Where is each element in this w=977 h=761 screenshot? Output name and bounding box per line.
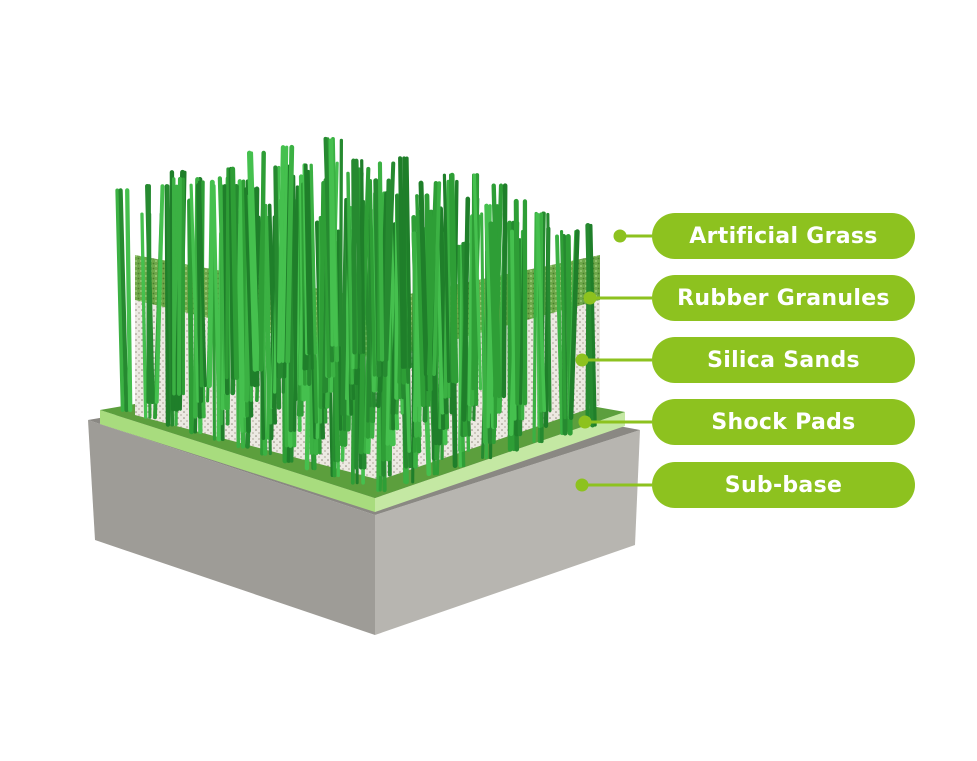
- grass-blade: [467, 214, 475, 407]
- grass-blade: [189, 183, 200, 403]
- grass-blade: [282, 164, 291, 379]
- grass-blade: [560, 230, 567, 420]
- grass-blade: [585, 223, 595, 428]
- grass-blade: [535, 212, 547, 413]
- grass-blade: [472, 173, 483, 391]
- grass-blade: [354, 158, 363, 355]
- grass-blade: [212, 232, 216, 441]
- grass-blade: [206, 179, 215, 389]
- grass-blade: [398, 156, 405, 369]
- label-shock-pads: Shock Pads: [652, 399, 915, 445]
- grass-blade: [351, 158, 357, 355]
- grass-blade: [264, 203, 273, 425]
- grass-blade: [546, 212, 552, 413]
- grass-blade: [384, 161, 396, 362]
- grass-blade: [145, 184, 155, 405]
- grass-blade: [285, 144, 295, 364]
- grass-blade: [377, 161, 385, 362]
- grass-blade: [449, 172, 459, 384]
- grass-blade: [329, 138, 338, 347]
- grass-blade: [405, 156, 412, 369]
- label-rubber-granules: Rubber Granules: [652, 275, 915, 321]
- grass-blades: [115, 136, 597, 493]
- grass-blade: [176, 176, 183, 396]
- grass-blade: [230, 166, 240, 380]
- grass-blade: [568, 229, 580, 421]
- grass-blade: [402, 156, 407, 369]
- grass-blade: [125, 188, 133, 413]
- grass-blade: [291, 174, 298, 402]
- grass-blade: [249, 151, 260, 372]
- grass-blade: [303, 163, 311, 355]
- grass-blade: [501, 183, 508, 399]
- grass-blade: [197, 180, 207, 388]
- grass-blade: [532, 211, 538, 443]
- grass-blade: [276, 145, 286, 364]
- grass-blade: [513, 198, 521, 406]
- grass-blade: [471, 173, 476, 391]
- grass-blade: [225, 167, 230, 380]
- grass-blade: [338, 138, 343, 347]
- label-sub-base: Sub-base: [652, 462, 915, 508]
- grass-blade: [236, 223, 244, 433]
- grass-blade: [307, 170, 314, 371]
- grass-blade: [246, 150, 258, 372]
- grass-blade: [491, 183, 502, 399]
- label-silica-sands: Silica Sands: [652, 337, 915, 383]
- leader-lines: [575, 229, 652, 492]
- grass-blade: [154, 184, 165, 404]
- grass-blade: [461, 196, 471, 422]
- grass-blade: [480, 212, 487, 444]
- grass-blade: [281, 145, 289, 363]
- grass-blade: [555, 234, 565, 436]
- grass-blade: [212, 184, 221, 426]
- grass-blade: [318, 180, 326, 409]
- grass-blade: [309, 163, 318, 355]
- grass-blade: [509, 229, 517, 421]
- grass-blade: [415, 194, 425, 392]
- grass-blade: [360, 159, 366, 354]
- grass-blade: [244, 187, 254, 387]
- grass-blade: [589, 223, 597, 427]
- grass-blade: [368, 178, 377, 377]
- grass-blade: [442, 173, 451, 383]
- grass-blade: [426, 180, 439, 377]
- grass-blade: [340, 198, 349, 416]
- grass-blade: [418, 180, 429, 377]
- grass-blade: [115, 188, 125, 412]
- grass-blade: [118, 188, 129, 413]
- grass-blade: [237, 179, 248, 418]
- grass-blade: [187, 198, 195, 435]
- grass-blade: [258, 150, 266, 372]
- grass-blade: [140, 212, 148, 419]
- label-artificial-grass: Artificial Grass: [652, 213, 915, 259]
- grass-blade: [432, 181, 442, 376]
